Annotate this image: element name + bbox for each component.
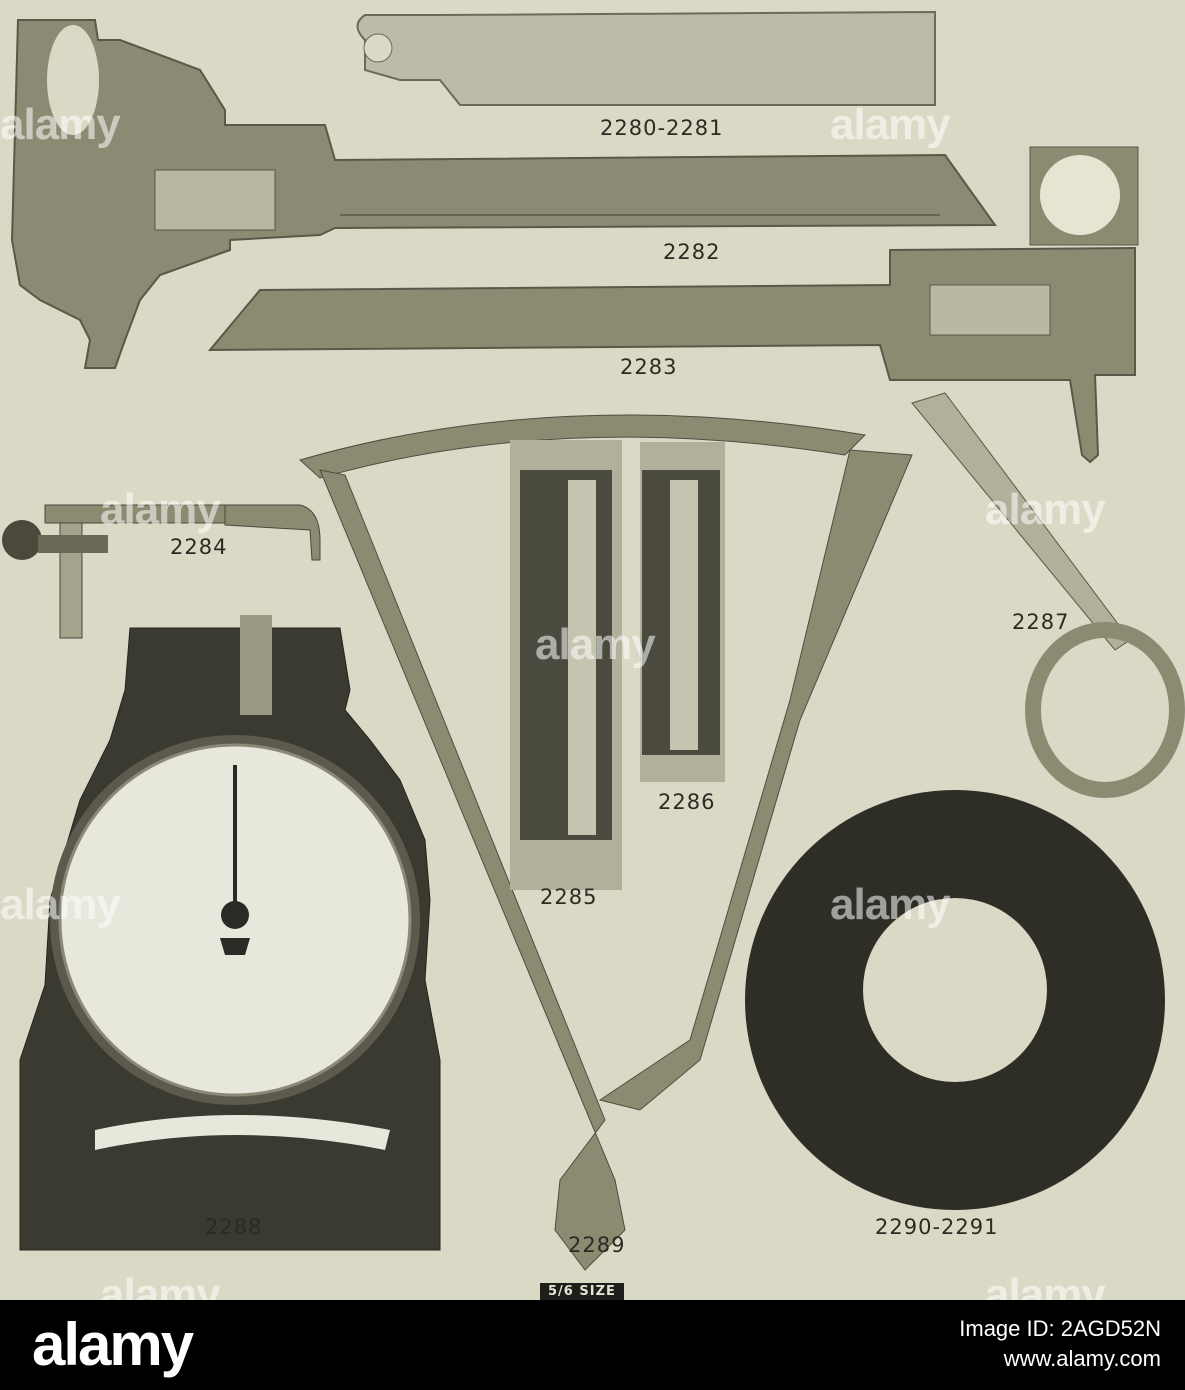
size-badge: 5/6 SIZE	[540, 1283, 624, 1300]
label-2290-2291: 2290-2291	[875, 1215, 999, 1239]
catalog-photo: 2280-2281 2282 2283 2284 2285 2286 2287 …	[0, 0, 1185, 1300]
label-2284: 2284	[170, 535, 228, 559]
watermark: alamy	[985, 1270, 1106, 1300]
wire-gauge-2280	[356, 10, 936, 106]
watermark: alamy	[0, 100, 121, 149]
label-2288: 2288	[205, 1215, 263, 1239]
watermark: alamy	[985, 485, 1106, 534]
caliper-2289	[298, 414, 913, 1271]
watermark: alamy	[830, 100, 951, 149]
depth-gauge-2284	[2, 504, 321, 639]
label-2285: 2285	[540, 885, 598, 909]
watermark: alamy	[100, 1270, 221, 1300]
label-2280-2281: 2280-2281	[600, 116, 724, 140]
label-2287: 2287	[1012, 610, 1070, 634]
label-2286: 2286	[658, 790, 716, 814]
footer-bar: alamy Image ID: 2AGD52N www.alamy.com	[0, 1300, 1185, 1390]
watermark: alamy	[0, 880, 121, 929]
tools-illustration	[2, 10, 1185, 1271]
label-2283: 2283	[620, 355, 678, 379]
ring-gauge-2285	[510, 440, 622, 890]
ring-gauge-2286	[640, 442, 725, 782]
image-id: Image ID: 2AGD52N	[959, 1316, 1161, 1341]
alamy-logo: alamy	[32, 1311, 194, 1378]
label-2289: 2289	[568, 1233, 626, 1257]
wire-gauge-2290	[745, 790, 1165, 1210]
tape-2287	[911, 392, 1185, 798]
label-2282: 2282	[663, 240, 721, 264]
site-url: www.alamy.com	[1003, 1346, 1161, 1371]
caliper-2283	[207, 146, 1139, 464]
caliper-2282	[10, 19, 997, 369]
footer-info: Image ID: 2AGD52N www.alamy.com	[959, 1314, 1161, 1374]
watermark: alamy	[830, 880, 951, 929]
dial-gauge-2288	[19, 615, 441, 1251]
watermark: alamy	[100, 485, 221, 534]
watermark: alamy	[535, 620, 656, 669]
